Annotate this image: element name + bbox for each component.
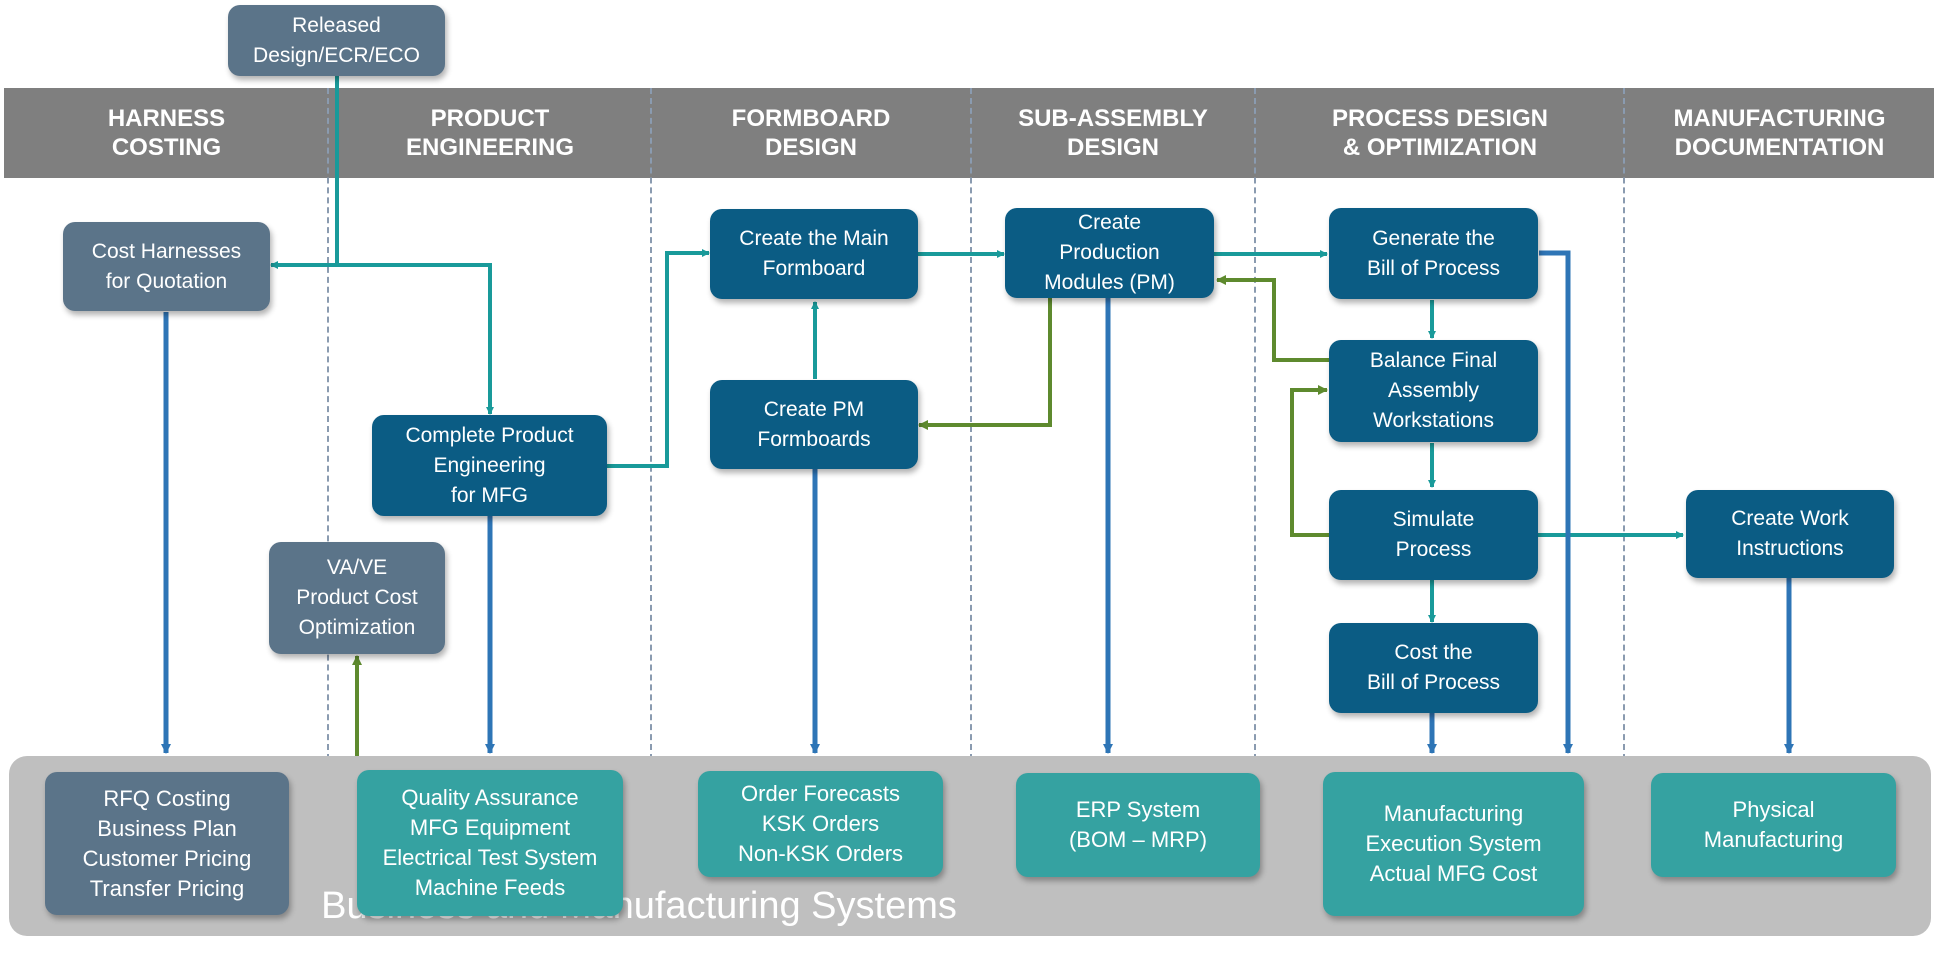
create-work-instructions-box[interactable]: Create Work Instructions xyxy=(1686,490,1894,578)
create-main-formboard-box[interactable]: Create the Main Formboard xyxy=(710,209,918,299)
cost-bill-of-process-box[interactable]: Cost the Bill of Process xyxy=(1329,623,1538,713)
column-sub-assembly-design: SUB-ASSEMBLY DESIGN xyxy=(1018,105,1208,161)
released-design-box[interactable]: Released Design/ECR/ECO xyxy=(228,5,445,76)
rfq-costing-box[interactable]: RFQ Costing Business Plan Customer Prici… xyxy=(45,772,289,915)
create-pm-formboards-box[interactable]: Create PM Formboards xyxy=(710,380,918,469)
arrow-pm-to-pm-formboards xyxy=(918,298,1052,430)
quality-assurance-box[interactable]: Quality Assurance MFG Equipment Electric… xyxy=(357,770,623,916)
arrow-balance-to-pm xyxy=(1216,275,1329,362)
column-process-design: PROCESS DESIGN & OPTIMIZATION xyxy=(1331,105,1549,161)
order-forecasts-box[interactable]: Order Forecasts KSK Orders Non-KSK Order… xyxy=(698,771,943,877)
create-production-modules-box[interactable]: Create Production Modules (PM) xyxy=(1005,208,1214,298)
column-product-engineering: PRODUCT ENGINEERING xyxy=(405,105,575,161)
physical-manufacturing-box[interactable]: Physical Manufacturing xyxy=(1651,773,1896,877)
complete-product-engineering-box[interactable]: Complete Product Engineering for MFG xyxy=(372,415,607,516)
column-divider xyxy=(1623,88,1625,760)
column-harness-costing: HARNESS COSTING xyxy=(107,105,226,161)
column-manufacturing-documentation: MANUFACTURING DOCUMENTATION xyxy=(1673,105,1886,161)
erp-system-box[interactable]: ERP System (BOM – MRP) xyxy=(1016,773,1260,877)
manufacturing-execution-system-box[interactable]: Manufacturing Execution System Actual MF… xyxy=(1323,772,1584,916)
cost-harnesses-box[interactable]: Cost Harnesses for Quotation xyxy=(63,222,270,311)
column-divider xyxy=(1254,88,1256,760)
arrow-bop-to-mes xyxy=(1539,250,1573,754)
column-divider xyxy=(650,88,652,760)
va-ve-box[interactable]: VA/VE Product Cost Optimization xyxy=(269,542,445,654)
systems-band xyxy=(9,756,1931,936)
arrow-released-to-engineering xyxy=(337,263,494,415)
column-header-band xyxy=(4,88,1934,178)
balance-final-assembly-box[interactable]: Balance Final Assembly Workstations xyxy=(1329,340,1538,442)
column-formboard-design: FORMBOARD DESIGN xyxy=(731,105,891,161)
simulate-process-box[interactable]: Simulate Process xyxy=(1329,490,1538,580)
generate-bill-of-process-box[interactable]: Generate the Bill of Process xyxy=(1329,208,1538,299)
arrow-simulate-to-balance xyxy=(1290,385,1329,537)
arrow-engineering-to-main-formboard xyxy=(607,249,710,468)
column-divider xyxy=(327,88,329,760)
arrow-released-to-cost xyxy=(270,76,339,269)
